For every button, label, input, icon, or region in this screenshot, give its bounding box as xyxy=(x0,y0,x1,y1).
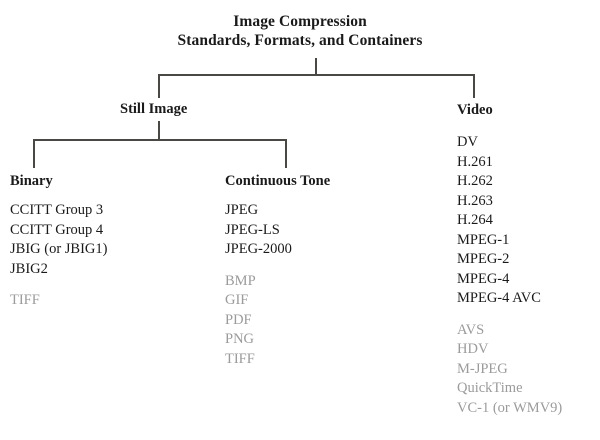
list-item: M-JPEG xyxy=(457,360,508,377)
list-item: MPEG-1 xyxy=(457,231,510,248)
list-item: BMP xyxy=(225,272,256,289)
connector-still-image-bar xyxy=(33,139,287,141)
list-item: AVS xyxy=(457,321,485,338)
list-item: PDF xyxy=(225,311,252,328)
list-item: VC-1 (or WMV9) xyxy=(457,399,563,416)
list-item: JBIG2 xyxy=(10,260,48,277)
list-item: HDV xyxy=(457,341,489,357)
branch-node-still-image: Still Image xyxy=(120,101,188,117)
connector-still-image-drop xyxy=(158,74,160,98)
diagram-title: Image Compression Standards, Formats, an… xyxy=(0,12,600,50)
list-item: PNG xyxy=(225,331,255,347)
list-item: JBIG (or JBIG1) xyxy=(10,241,108,257)
list-item: JPEG-2000 xyxy=(225,241,292,257)
connector-still-image-stem xyxy=(158,121,160,140)
column-continuous-tone: Continuous Tone JPEG JPEG-LS JPEG-2000 B… xyxy=(225,172,330,369)
column-video-list: DV H.261 H.262 H.263 H.264 MPEG-1 MPEG-2… xyxy=(457,133,562,418)
column-video: Video DV H.261 H.262 H.263 H.264 MPEG-1 … xyxy=(457,101,562,418)
connector-binary-drop xyxy=(33,139,35,168)
column-continuous-tone-header: Continuous Tone xyxy=(225,173,331,189)
diagram-title-line-2: Standards, Formats, and Containers xyxy=(177,32,423,49)
connector-video-drop xyxy=(473,74,475,98)
list-item: CCITT Group 4 xyxy=(10,221,104,238)
list-item: DV xyxy=(457,134,478,150)
list-item: H.262 xyxy=(457,173,493,189)
list-item: MPEG-2 xyxy=(457,251,510,267)
list-item: TIFF xyxy=(225,350,255,367)
column-binary-list: CCITT Group 3 CCITT Group 4 JBIG (or JBI… xyxy=(10,201,107,311)
column-continuous-tone-list: JPEG JPEG-LS JPEG-2000 BMP GIF PDF PNG T… xyxy=(225,201,330,369)
diagram-title-line-1: Image Compression xyxy=(233,13,367,30)
column-video-header: Video xyxy=(457,102,493,118)
connector-continuous-tone-drop xyxy=(285,139,287,168)
list-item: H.264 xyxy=(457,212,493,228)
list-item: MPEG-4 AVC xyxy=(457,290,541,306)
connector-root-bar xyxy=(158,74,475,76)
list-item: JPEG-LS xyxy=(225,221,280,238)
connector-root-stem xyxy=(315,58,317,75)
list-item: H.263 xyxy=(457,192,493,209)
column-binary-header: Binary xyxy=(10,173,53,189)
column-binary: Binary CCITT Group 3 CCITT Group 4 JBIG … xyxy=(10,172,107,311)
list-item: QuickTime xyxy=(457,380,523,396)
list-item: MPEG-4 xyxy=(457,270,510,287)
list-item: CCITT Group 3 xyxy=(10,202,104,218)
list-item: TIFF xyxy=(10,292,40,308)
list-item: JPEG xyxy=(225,202,259,218)
list-item: H.261 xyxy=(457,153,493,170)
list-item: GIF xyxy=(225,292,249,308)
